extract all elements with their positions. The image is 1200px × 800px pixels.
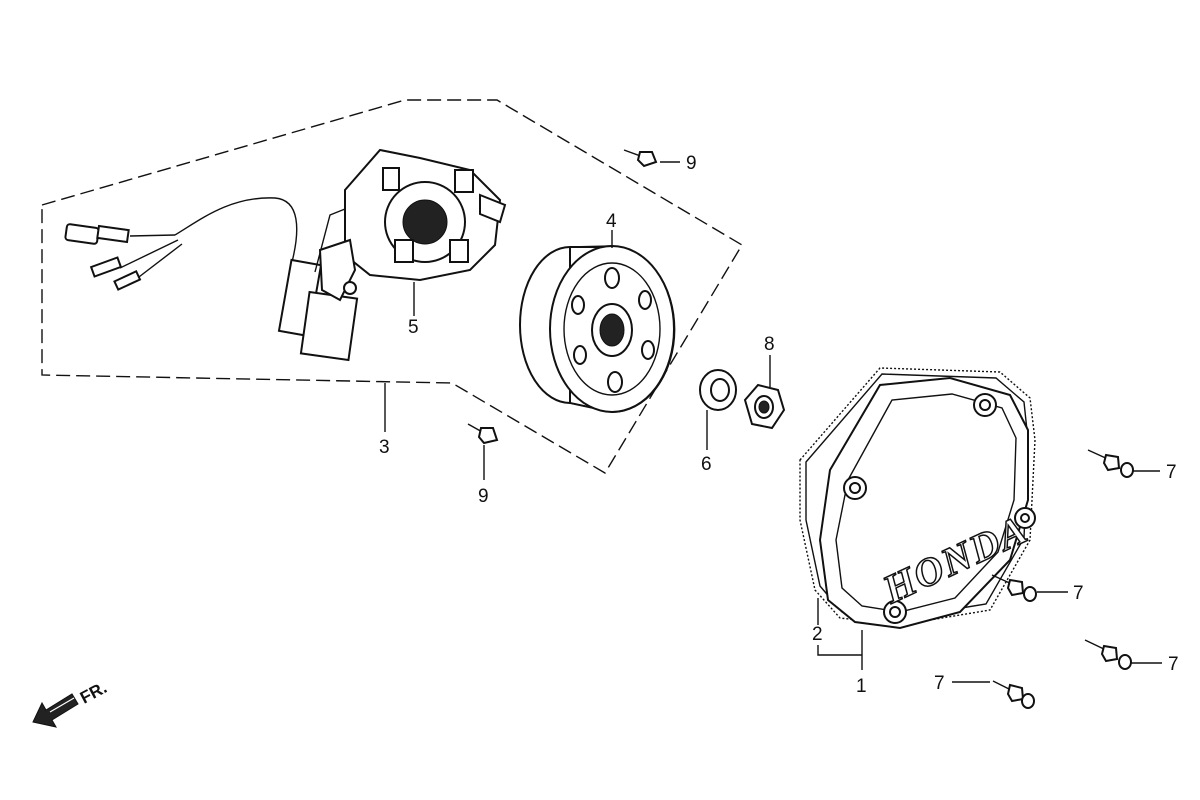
flywheel [519, 245, 676, 414]
bolt-7-d [992, 680, 1035, 709]
label-7-c: 7 [1168, 654, 1179, 675]
label-3: 3 [379, 437, 390, 458]
bolt-7-b [991, 574, 1037, 602]
label-7-b: 7 [1073, 583, 1084, 604]
front-label: FR. [77, 678, 110, 708]
label-5: 5 [408, 317, 419, 338]
assembly-group-outline [41, 99, 743, 474]
label-2: 2 [812, 624, 823, 645]
label-6: 6 [701, 454, 712, 475]
leader-lines [384, 161, 1162, 683]
label-7-a: 7 [1166, 462, 1177, 483]
stator-assembly [64, 148, 507, 362]
generator-cover: HONDA [818, 376, 1036, 630]
label-4: 4 [606, 211, 617, 232]
bolt-9-lower [467, 423, 499, 445]
front-direction-indicator: FR. [32, 678, 110, 728]
bolt-7-a [1087, 449, 1134, 478]
label-9-lower: 9 [478, 486, 489, 507]
bolt-9-upper [623, 149, 658, 168]
label-8: 8 [764, 334, 775, 355]
label-9-upper: 9 [686, 153, 697, 174]
label-7-d: 7 [934, 673, 945, 694]
label-1: 1 [856, 676, 867, 697]
washer [699, 369, 737, 411]
flange-nut [743, 383, 786, 430]
gasket [799, 367, 1036, 626]
bolt-7-c [1084, 639, 1132, 670]
